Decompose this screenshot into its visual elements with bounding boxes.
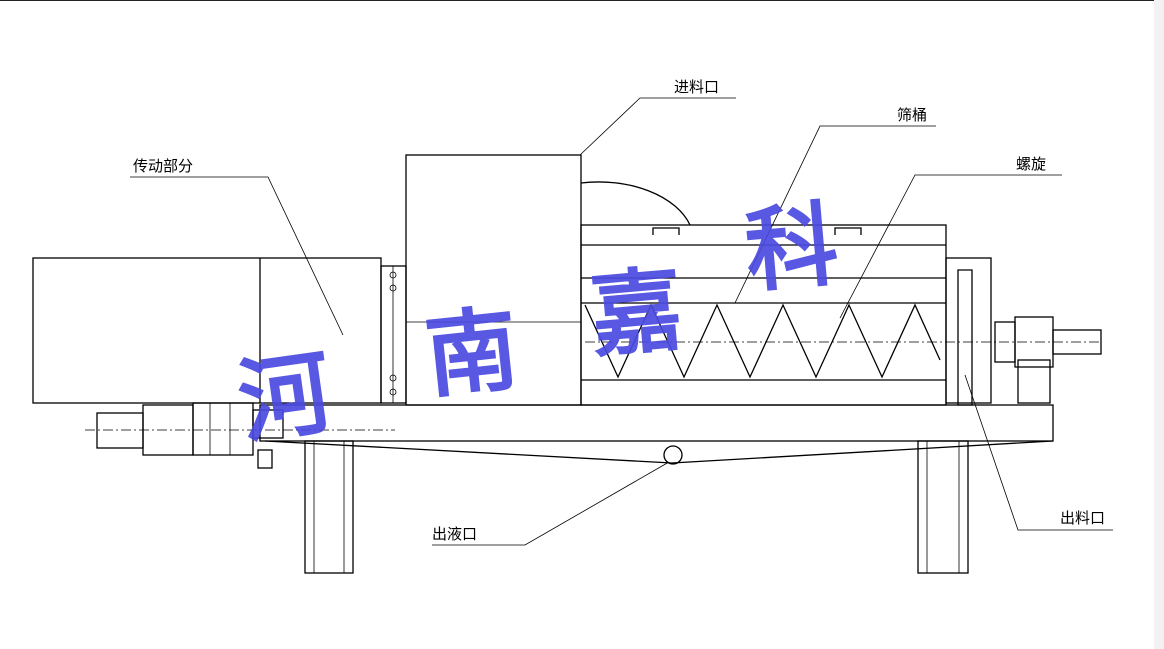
label-screw: 螺旋 bbox=[1016, 155, 1046, 173]
label-discharge-outlet: 出料口 bbox=[1060, 509, 1105, 527]
watermark: 河 南 嘉 科 bbox=[232, 190, 842, 457]
right-edge-strip bbox=[1154, 0, 1164, 649]
top-border bbox=[0, 0, 1164, 1]
base-frame bbox=[259, 404, 1054, 574]
drive-motor bbox=[32, 257, 407, 404]
label-feed-inlet: 进料口 bbox=[674, 78, 719, 96]
label-drive: 传动部分 bbox=[133, 157, 193, 175]
screw-flight bbox=[584, 303, 1100, 379]
watermark-char-2: 南 bbox=[420, 294, 523, 411]
watermark-char-1: 河 bbox=[232, 337, 338, 457]
discharge-end bbox=[945, 257, 1102, 406]
label-screen-drum: 筛桶 bbox=[897, 106, 927, 124]
gear-reducer bbox=[85, 402, 395, 469]
label-liquid-outlet: 出液口 bbox=[432, 525, 477, 543]
watermark-char-4: 科 bbox=[741, 190, 842, 306]
watermark-char-3: 嘉 bbox=[586, 255, 687, 371]
leader-lines bbox=[130, 97, 1113, 546]
